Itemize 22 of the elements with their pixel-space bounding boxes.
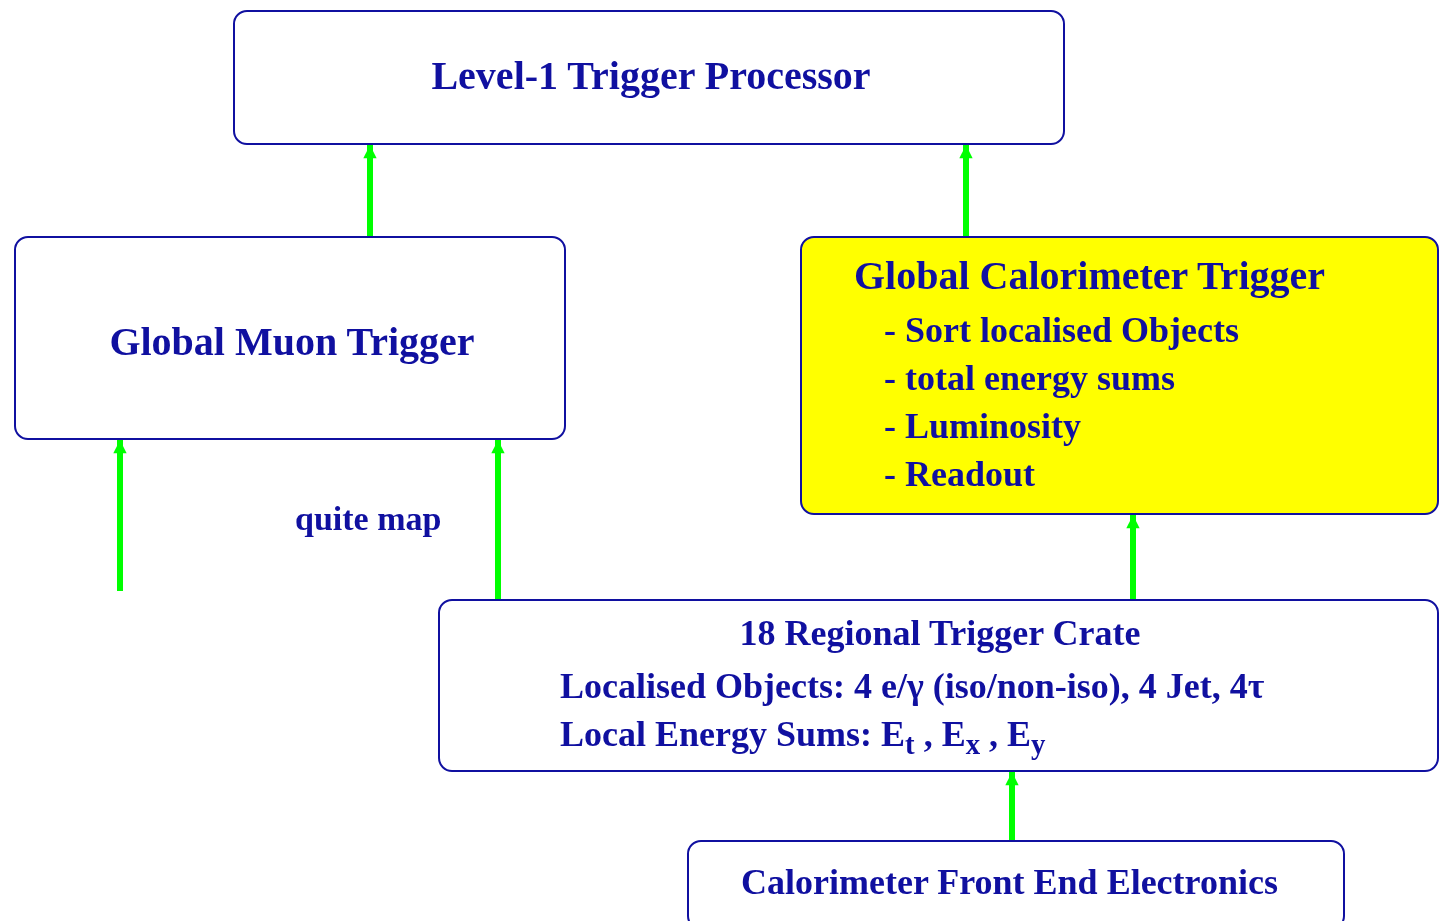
- process-box: [800, 236, 1439, 515]
- arrow: [363, 145, 377, 236]
- process-box: [438, 599, 1439, 772]
- box-title: Calorimeter Front End Electronics: [741, 864, 1278, 900]
- arrow: [959, 145, 973, 236]
- process-box: [14, 236, 566, 440]
- arrow: [491, 440, 505, 599]
- arrow: [1126, 515, 1140, 599]
- box-title: 18 Regional Trigger Crate: [738, 615, 1142, 651]
- arrow: [113, 440, 127, 591]
- process-box: [233, 10, 1065, 145]
- process-box: [687, 840, 1345, 921]
- box-text: Localised Objects: 4 e/γ (iso/non-iso), 4 Jet, 4τ: [560, 668, 1265, 704]
- box-title: Global Calorimeter Trigger: [854, 256, 1325, 296]
- box-text: - Readout: [884, 456, 1035, 492]
- box-title: Global Muon Trigger: [108, 322, 476, 362]
- box-text: - Luminosity: [884, 408, 1082, 444]
- box-text: Local Energy Sums: E$_{t}$ , E$_{x}$ , E$_{y}$: [560, 716, 1046, 759]
- box-text: - total energy sums: [884, 360, 1175, 396]
- arrow: [1005, 772, 1019, 840]
- box-title: Level-1 Trigger Processor: [430, 56, 872, 96]
- box-text: - Sort localised Objects: [884, 312, 1239, 348]
